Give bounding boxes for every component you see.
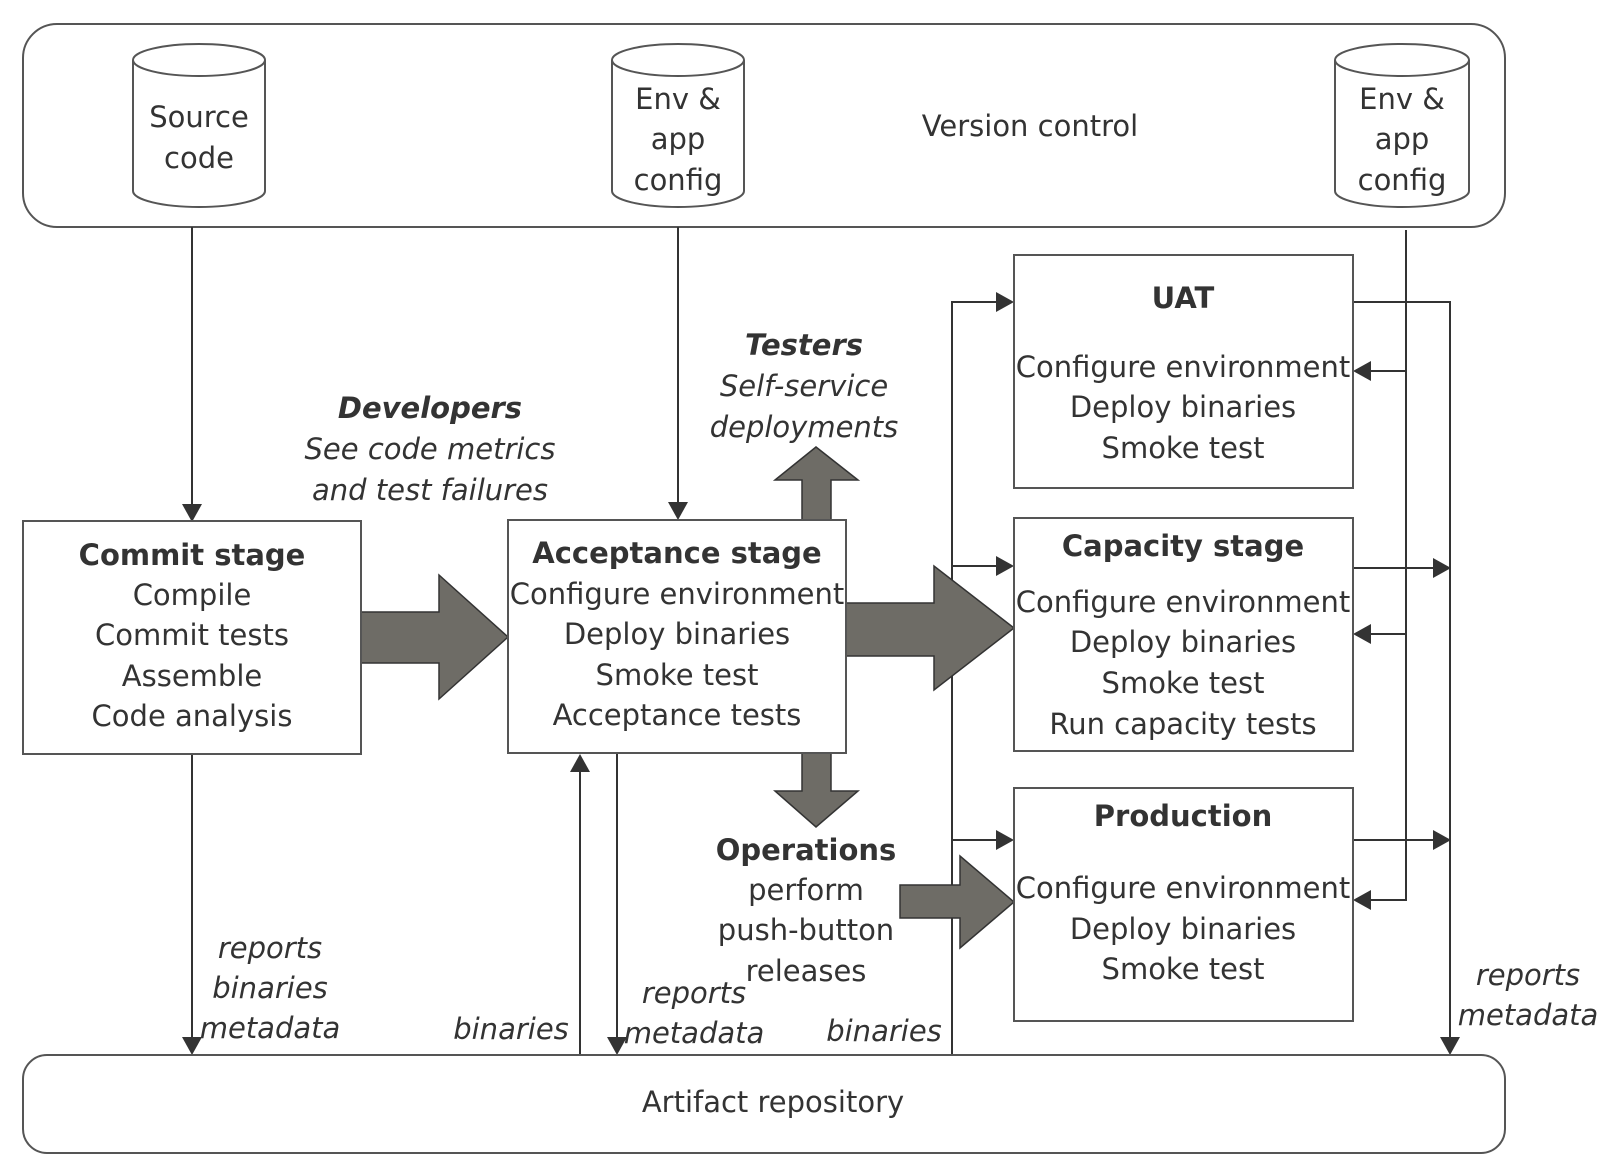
commit-output-line-2: binaries (212, 971, 328, 1005)
binaries-to-acceptance-label: binaries (453, 1012, 569, 1046)
uat-title: UAT (1152, 281, 1215, 315)
production-line-3: Smoke test (1102, 952, 1265, 986)
uat-line-1: Configure environment (1016, 350, 1350, 384)
source-code-repo: Source code (132, 43, 266, 208)
commit-output-line-1: reports (218, 931, 322, 965)
commit-stage-title: Commit stage (79, 538, 306, 572)
operations-line-1: perform (748, 873, 864, 907)
source-code-line-2: code (164, 141, 234, 175)
binaries-to-envs-label: binaries (826, 1014, 942, 1048)
version-control-container (22, 23, 1506, 228)
capacity-stage-line-2: Deploy binaries (1070, 625, 1296, 659)
testers-line-1: Self-service (720, 369, 888, 403)
acceptance-stage-line-1: Configure environment (510, 577, 844, 611)
testers-annotation: Testers Self-service deployments (710, 328, 899, 444)
testers-title: Testers (745, 328, 863, 362)
developers-line-1: See code metrics (305, 432, 556, 466)
acceptance-stage-line-2: Deploy binaries (564, 617, 790, 651)
env-config-repo-right: Env & app config (1334, 43, 1470, 208)
source-code-line-1: Source (149, 100, 249, 134)
commit-output-line-3: metadata (200, 1011, 341, 1045)
envs-output-line-2: metadata (1458, 998, 1599, 1032)
acceptance-stage-box: Acceptance stage Configure environment D… (507, 519, 847, 754)
operations-annotation: Operations perform push-button releases (716, 833, 897, 988)
uat-box: UAT Configure environment Deploy binarie… (1013, 254, 1354, 489)
env-config-right-line-2: app (1375, 122, 1430, 156)
acceptance-to-operations-arrow (773, 752, 861, 828)
production-box: Production Configure environment Deploy … (1013, 787, 1354, 1022)
version-control-label: Version control (922, 109, 1138, 143)
uat-line-3: Smoke test (1102, 431, 1265, 465)
commit-stage-line-2: Commit tests (95, 618, 289, 652)
uat-line-2: Deploy binaries (1070, 390, 1296, 424)
connector-lines (182, 227, 1460, 1055)
acceptance-output-line-1: reports (642, 976, 746, 1010)
commit-stage-line-4: Code analysis (92, 699, 293, 733)
operations-title: Operations (716, 833, 897, 867)
capacity-stage-box: Capacity stage Configure environment Dep… (1013, 517, 1354, 752)
operations-line-2: push-button (718, 913, 894, 947)
commit-to-acceptance-arrow (360, 573, 510, 701)
acceptance-stage-line-3: Smoke test (596, 658, 759, 692)
operations-to-production-arrow (899, 854, 1016, 950)
developers-title: Developers (338, 391, 522, 425)
env-config-right-line-1: Env & (1359, 82, 1445, 116)
artifact-repository-label: Artifact repository (642, 1085, 904, 1119)
acceptance-output-line-2: metadata (624, 1016, 765, 1050)
acceptance-stage-line-4: Acceptance tests (553, 698, 802, 732)
env-config-right-line-3: config (1358, 163, 1447, 197)
env-config-left-line-3: config (634, 163, 723, 197)
acceptance-output-labels: reports metadata (624, 976, 765, 1050)
production-line-1: Configure environment (1016, 871, 1350, 905)
commit-stage-box: Commit stage Compile Commit tests Assemb… (22, 520, 362, 755)
production-line-2: Deploy binaries (1070, 912, 1296, 946)
envs-output-labels: reports metadata (1458, 958, 1599, 1032)
commit-stage-line-1: Compile (133, 578, 252, 612)
capacity-stage-title: Capacity stage (1062, 529, 1304, 563)
env-config-left-line-1: Env & (635, 82, 721, 116)
env-config-repo-left: Env & app config (611, 43, 745, 208)
operations-line-3: releases (746, 954, 867, 988)
artifact-repository-container (22, 1054, 1506, 1154)
developers-annotation: Developers See code metrics and test fai… (305, 391, 556, 507)
acceptance-to-testers-arrow (772, 446, 861, 521)
acceptance-to-stages-arrow (845, 564, 1016, 692)
testers-line-2: deployments (710, 410, 899, 444)
commit-output-labels: reports binaries metadata (200, 931, 341, 1045)
production-title: Production (1094, 799, 1272, 833)
envs-output-line-1: reports (1476, 958, 1580, 992)
env-config-left-line-2: app (651, 122, 706, 156)
capacity-stage-line-3: Smoke test (1102, 666, 1265, 700)
commit-stage-line-3: Assemble (122, 659, 262, 693)
developers-line-2: and test failures (312, 473, 548, 507)
capacity-stage-line-4: Run capacity tests (1049, 707, 1316, 741)
acceptance-stage-title: Acceptance stage (532, 536, 821, 570)
capacity-stage-line-1: Configure environment (1016, 585, 1350, 619)
